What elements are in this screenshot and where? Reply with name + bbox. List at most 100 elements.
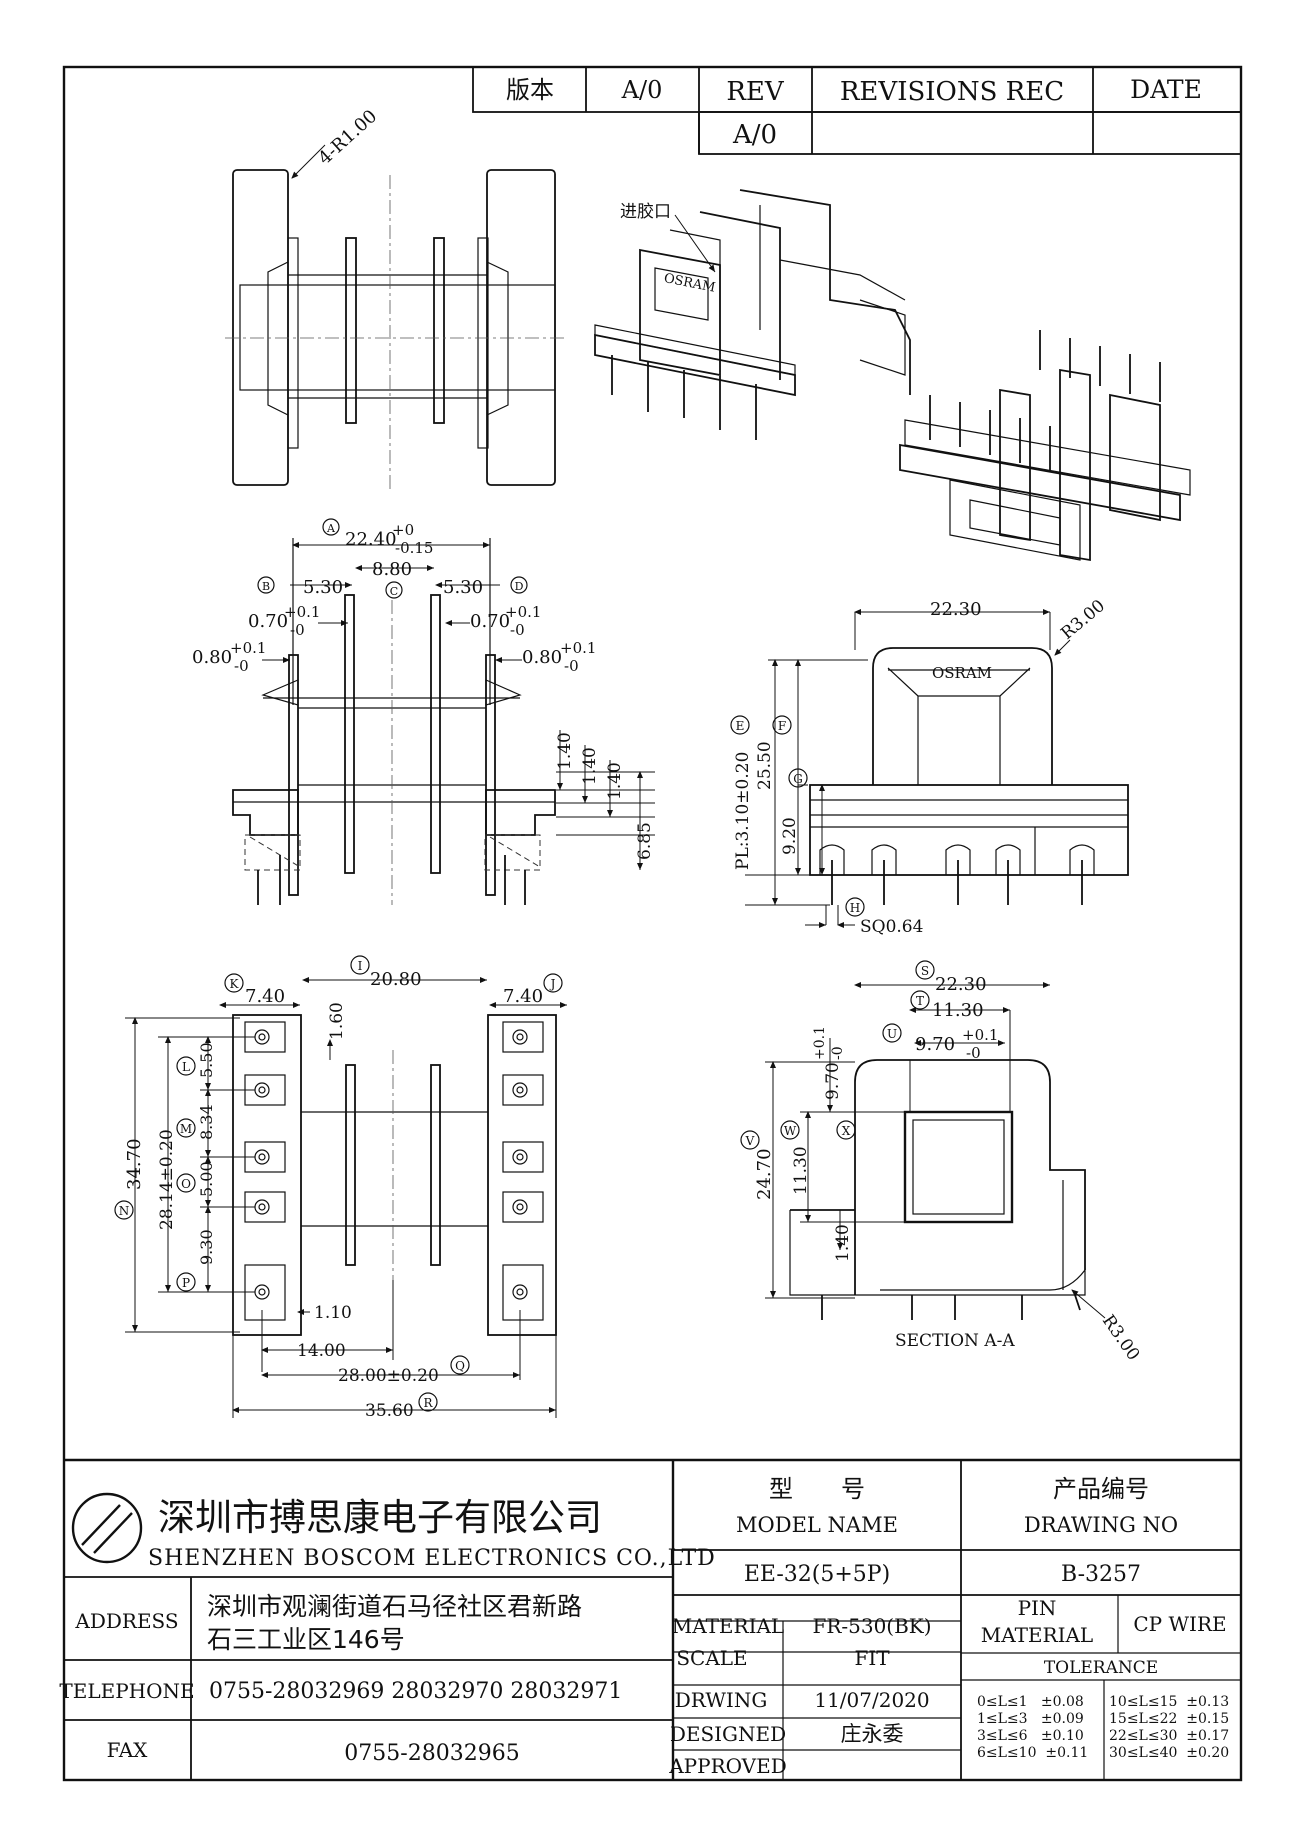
svg-text:-0: -0 [564, 657, 579, 675]
svg-text:N: N [119, 1204, 130, 1218]
svg-text:-0: -0 [290, 621, 305, 639]
section-caption: SECTION A-A [895, 1331, 1015, 1351]
side-G: 9.20 [780, 817, 800, 855]
marker-I [350, 955, 370, 975]
marker-H [845, 897, 865, 917]
svg-text:S: S [921, 964, 929, 978]
bottom-14: 14.00 [297, 1341, 346, 1361]
bottom-K: 7.40 [503, 986, 543, 1007]
marker-X [836, 1120, 856, 1140]
material-value: FR-530(BK) [812, 1614, 931, 1638]
marker-W [780, 1120, 800, 1140]
bottom-pin-off: 1.10 [314, 1303, 352, 1323]
iso-view-bottom [899, 330, 1191, 562]
dim-D: 5.30 [443, 577, 483, 598]
pin-material-value: CP WIRE [1133, 1612, 1226, 1636]
svg-text:-0: -0 [966, 1044, 981, 1062]
bottom-Q: 28.00±0.20 [338, 1366, 439, 1386]
dim-B: 5.30 [303, 577, 343, 598]
dim-flange-left: 0.80 [192, 647, 232, 668]
svg-text:C: C [390, 585, 398, 598]
bottom-pitch: 28.14±0.20 [157, 1129, 177, 1230]
material-label: MATERIAL [672, 1614, 784, 1638]
fax-value: 0755-28032965 [344, 1741, 519, 1766]
section-W: 11.30 [791, 1146, 811, 1195]
marker-M [176, 1118, 196, 1138]
side-H: SQ0.64 [860, 917, 923, 937]
svg-text:I: I [358, 959, 363, 973]
drawing-value: B-3257 [1061, 1562, 1141, 1587]
svg-text:O: O [181, 1177, 191, 1191]
marker-A [322, 518, 340, 536]
svg-text:Q: Q [455, 1359, 465, 1373]
model-label-cn: 型 号 [769, 1475, 865, 1503]
bottom-P: 34.70 [124, 1138, 145, 1190]
designed-value: 庄永委 [841, 1722, 904, 1746]
marker-J [543, 973, 563, 993]
front-view: A 22.40 +0 -0.15 B 5.30 8.80 C 5.30 D 0.… [192, 518, 655, 905]
marker-N [176, 1173, 196, 1193]
tolerance-left-2: 3≤L≤6 ±0.10 [977, 1728, 1084, 1744]
svg-text:H: H [850, 901, 860, 915]
pin-material-label-1: PIN [1018, 1596, 1057, 1620]
bottom-L: 5.50 [197, 1042, 216, 1078]
marker-P [114, 1200, 134, 1220]
address-line1: 深圳市观澜街道石马径社区君新路 [207, 1592, 582, 1621]
section-S: 22.30 [935, 974, 987, 995]
marker-K [224, 973, 244, 993]
svg-text:F: F [778, 719, 786, 733]
side-logo: OSRAM [932, 664, 992, 682]
marker-C [385, 581, 403, 599]
svg-text:X: X [842, 1124, 851, 1138]
svg-text:+0.1: +0.1 [505, 603, 541, 621]
bottom-gap: 1.60 [327, 1002, 347, 1040]
svg-text:P: P [182, 1276, 190, 1290]
side-view: 22.30 R3.00 OSRAM [730, 596, 1129, 937]
svg-text:V: V [745, 1134, 755, 1148]
marker-S [915, 960, 935, 980]
svg-text:+0.1: +0.1 [812, 1026, 828, 1060]
tolerance-left-1: 1≤L≤3 ±0.09 [977, 1711, 1084, 1727]
svg-text:-0: -0 [830, 1046, 846, 1060]
svg-text:E: E [736, 719, 745, 733]
telephone-label: TELEPHONE [59, 1679, 194, 1703]
dim-A: 22.40 [345, 529, 397, 550]
svg-text:D: D [515, 580, 524, 593]
date-label: DATE [1130, 75, 1202, 104]
pin-material-label-2: MATERIAL [981, 1623, 1093, 1647]
section-h: 1.40 [833, 1224, 853, 1262]
svg-text:U: U [887, 1027, 897, 1041]
revisions-label: REVISIONS REC [840, 77, 1064, 107]
svg-text:A: A [326, 522, 336, 535]
scale-label: SCALE [676, 1646, 747, 1670]
tolerance-right-1: 15≤L≤22 ±0.15 [1109, 1711, 1229, 1727]
svg-text:+0.1: +0.1 [560, 639, 596, 657]
section-radius: R3.00 [1098, 1311, 1143, 1364]
dim-flange-right: 0.80 [522, 647, 562, 668]
section-T: 11.30 [932, 1000, 984, 1021]
company-logo [71, 1492, 143, 1564]
side-E: PL:3.10±0.20 [733, 752, 753, 870]
rev-value: A/0 [732, 120, 777, 150]
svg-text:G: G [793, 772, 803, 786]
approved-label: APPROVED [668, 1754, 787, 1778]
drawing-label-en: DRAWING NO [1024, 1513, 1178, 1537]
tolerance-label: TOLERANCE [1044, 1658, 1158, 1678]
marker-E [730, 715, 750, 735]
dim-h3: 1.40 [605, 762, 625, 800]
tolerance-right-3: 30≤L≤40 ±0.20 [1109, 1745, 1229, 1761]
svg-text:K: K [230, 977, 240, 991]
svg-text:L: L [182, 1060, 190, 1074]
svg-text:T: T [916, 994, 924, 1008]
version-value: A/0 [621, 76, 663, 104]
side-width: 22.30 [930, 599, 982, 620]
marker-F [772, 715, 792, 735]
company-name-en: SHENZHEN BOSCOM ELECTRONICS CO.,LTD [148, 1546, 716, 1571]
version-label: 版本 [506, 76, 554, 104]
address-line2: 石三工业区146号 [207, 1625, 405, 1654]
bottom-I: 20.80 [370, 969, 422, 990]
bottom-R: 35.60 [365, 1401, 414, 1421]
section-view: S 22.30 T 11.30 U 9.70 +0.1 -0 V 24.70 [740, 960, 1143, 1364]
marker-R [418, 1392, 438, 1412]
